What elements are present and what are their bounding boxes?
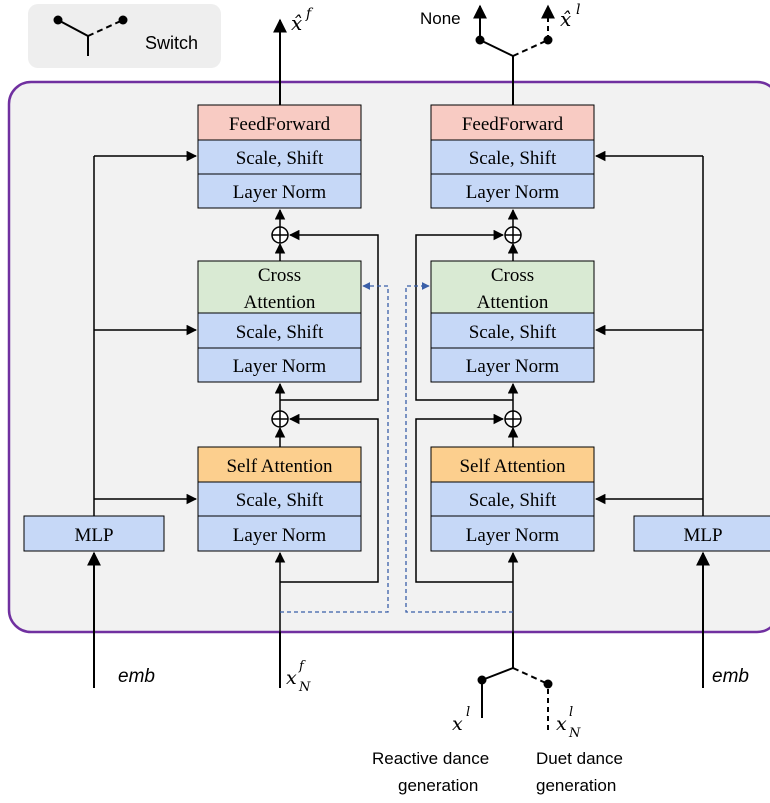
right-add-node-bottom bbox=[504, 410, 522, 428]
left-add-node-bottom bbox=[271, 410, 289, 428]
right-mlp-block bbox=[633, 515, 770, 552]
reactive-caption-line2: generation bbox=[398, 776, 478, 795]
left-layer-norm-bot-label: Layer Norm bbox=[233, 525, 327, 546]
right-layer-norm-mid-label: Layer Norm bbox=[466, 356, 560, 377]
left-feedforward-label: FeedForward bbox=[229, 114, 331, 135]
right-output-label: x̂ l bbox=[560, 2, 580, 31]
right-layer-norm-top bbox=[430, 173, 595, 209]
right-layer-norm-bot bbox=[430, 515, 595, 552]
left-self-attention-block bbox=[197, 446, 362, 483]
left-scale-shift-bot bbox=[197, 481, 362, 517]
left-input-sup: f bbox=[298, 659, 306, 674]
right-cross-attention-label-1: Cross bbox=[491, 265, 534, 286]
right-input-reactive-base: x bbox=[452, 713, 463, 735]
left-input-base: x bbox=[286, 667, 297, 689]
left-scale-shift-bot-label: Scale, Shift bbox=[236, 490, 324, 511]
right-input-switch bbox=[477, 632, 553, 730]
right-input-reactive-sup: l bbox=[466, 705, 470, 720]
right-add-node-top bbox=[504, 226, 522, 244]
right-output-switch bbox=[473, 4, 555, 105]
right-output-base: x̂ bbox=[560, 7, 571, 31]
left-add-node-top bbox=[271, 226, 289, 244]
right-scale-shift-mid bbox=[430, 312, 595, 349]
right-mlp-label: MLP bbox=[683, 525, 722, 546]
right-feedforward-label: FeedForward bbox=[462, 114, 564, 135]
left-emb-label: emb bbox=[118, 666, 155, 687]
right-scale-shift-bot-label: Scale, Shift bbox=[469, 490, 557, 511]
left-cross-attention-label-2: Attention bbox=[244, 292, 316, 313]
left-branch: FeedForward Scale, Shift Layer Norm Cros… bbox=[23, 6, 379, 695]
right-layer-norm-bot-label: Layer Norm bbox=[466, 525, 560, 546]
right-self-attention-label: Self Attention bbox=[459, 456, 566, 477]
right-layer-norm-mid bbox=[430, 347, 595, 383]
right-output-none-label: None bbox=[420, 9, 461, 28]
left-scale-shift-mid bbox=[197, 312, 362, 349]
left-mlp-label: MLP bbox=[74, 525, 113, 546]
left-mlp-block bbox=[23, 515, 165, 552]
left-output-base: x̂ bbox=[291, 11, 302, 35]
switch-label: Switch bbox=[145, 33, 198, 53]
left-output-label: x̂ f bbox=[291, 6, 314, 35]
right-input-reactive-label: x l bbox=[452, 705, 470, 735]
right-scale-shift-bot bbox=[430, 481, 595, 517]
right-input-duet-base: x bbox=[556, 713, 567, 735]
switch-legend: Switch bbox=[28, 4, 221, 68]
right-scale-shift-top-label: Scale, Shift bbox=[469, 148, 557, 169]
left-layer-norm-top-label: Layer Norm bbox=[233, 182, 327, 203]
right-scale-shift-top bbox=[430, 139, 595, 175]
duet-caption-line1: Duet dance bbox=[536, 749, 623, 768]
right-layer-norm-top-label: Layer Norm bbox=[466, 182, 560, 203]
left-input-label: x f N bbox=[286, 659, 311, 695]
left-layer-norm-bot bbox=[197, 515, 362, 552]
left-input-sub: N bbox=[298, 680, 311, 695]
left-cross-attention-block bbox=[197, 260, 362, 314]
left-layer-norm-mid bbox=[197, 347, 362, 383]
right-input-duet-sub: N bbox=[568, 726, 581, 741]
left-output-sup: f bbox=[305, 6, 314, 22]
right-emb-label: emb bbox=[712, 666, 749, 687]
right-input-duet-sup: l bbox=[569, 705, 573, 720]
left-self-attention-label: Self Attention bbox=[226, 456, 333, 477]
left-cross-attention-label-1: Cross bbox=[258, 265, 301, 286]
right-input-duet-label: x l N bbox=[556, 705, 581, 741]
cross-attention-links bbox=[280, 282, 513, 613]
switch-icon bbox=[53, 15, 128, 56]
left-layer-norm-top bbox=[197, 173, 362, 209]
reactive-caption-line1: Reactive dance bbox=[372, 749, 489, 768]
left-scale-shift-top-label: Scale, Shift bbox=[236, 148, 324, 169]
right-output-sup: l bbox=[576, 2, 580, 18]
right-cross-attention-label-2: Attention bbox=[477, 292, 549, 313]
left-scale-shift-mid-label: Scale, Shift bbox=[236, 322, 324, 343]
left-layer-norm-mid-label: Layer Norm bbox=[233, 356, 327, 377]
right-scale-shift-mid-label: Scale, Shift bbox=[469, 322, 557, 343]
duet-caption-line2: generation bbox=[536, 776, 616, 795]
right-branch: FeedForward Scale, Shift Layer Norm Cros… bbox=[372, 2, 770, 795]
